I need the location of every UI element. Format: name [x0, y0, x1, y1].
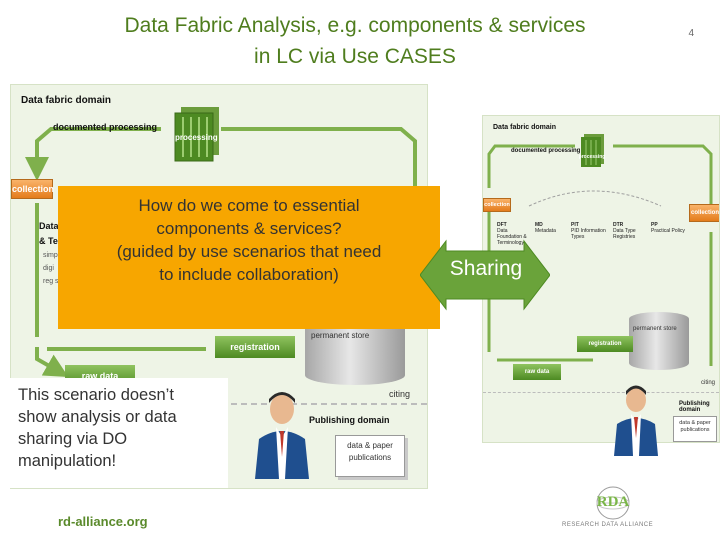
right-raw-data-tag: raw data	[513, 364, 561, 380]
slide-title: Data Fabric Analysis, e.g. components & …	[50, 10, 660, 72]
right-column-5-code: PP	[651, 222, 658, 228]
scenario-line-3: sharing via DO	[18, 430, 128, 448]
right-column-4-code: DTR	[613, 222, 624, 228]
right-citing-label: citing	[701, 380, 716, 386]
right-publications-line-2: publications	[680, 427, 710, 433]
right-column-5-name: Practical Policy	[651, 228, 685, 234]
scenario-line-1: This scenario doesn’t	[18, 386, 174, 404]
right-column-4: DTR Data Type Registries	[613, 222, 649, 240]
person-icon	[614, 385, 658, 456]
right-column-3-code: PIT	[571, 222, 579, 228]
slide-number: 4	[688, 28, 694, 39]
right-column-1-name: Data Foundation & Terminology	[497, 228, 527, 246]
stack-icon	[174, 107, 219, 162]
footer-url[interactable]: rd-alliance.org	[58, 514, 148, 529]
right-column-2-code: MD	[535, 222, 543, 228]
right-data-fabric-diagram: Data fabric domain documented processing…	[482, 115, 720, 443]
slide-title-line-2: in LC via Use CASES	[254, 45, 456, 68]
left-side-text-3: reg s	[43, 278, 59, 285]
question-line-1: How do we come to essential	[138, 196, 360, 215]
left-publications-box: data & paper publications	[335, 435, 405, 477]
question-line-4: to include collaboration)	[159, 265, 339, 284]
left-side-text-2: digi	[43, 265, 54, 272]
left-domain-label: Data fabric domain	[21, 95, 112, 106]
right-column-5: PP Practical Policy	[651, 222, 687, 234]
left-documented-processing-label: documented processing	[53, 122, 158, 132]
rda-logo: RDA	[586, 486, 640, 520]
left-registration-tag: registration	[215, 336, 295, 358]
sharing-arrow-icon	[420, 239, 550, 311]
scenario-note: This scenario doesn’t show analysis or d…	[10, 378, 228, 488]
right-working-groups: DFT Data Foundation & Terminology MD Met…	[497, 222, 687, 306]
left-data-partial: Data	[39, 221, 59, 231]
right-column-1-code: DFT	[497, 222, 507, 228]
left-publications-line-1: data & paper	[347, 441, 393, 450]
left-processing-stack: processing	[171, 103, 227, 163]
person-icon	[255, 392, 309, 479]
right-permanent-store-label: permanent store	[633, 326, 677, 332]
left-person-avatar	[255, 387, 309, 484]
scenario-line-2: show analysis or data	[18, 408, 177, 426]
right-domain-label: Data fabric domain	[493, 124, 557, 131]
left-permanent-store-label: permanent store	[311, 331, 370, 340]
left-diagram-arrows	[25, 127, 417, 377]
left-citing-label: citing	[389, 389, 411, 399]
right-column-4-name: Data Type Registries	[613, 228, 636, 240]
stack-icon	[581, 134, 604, 167]
right-processing-stack: processing	[579, 132, 607, 168]
scenario-line-4: manipulation!	[18, 452, 117, 470]
right-person-avatar	[614, 382, 658, 461]
rda-logo-icon	[596, 486, 630, 520]
right-collection-tag-right: collection	[689, 204, 719, 222]
right-processing-label: processing	[578, 154, 606, 160]
slide-title-line-1: Data Fabric Analysis, e.g. components & …	[124, 14, 586, 37]
right-publications-line-1: data & paper	[679, 420, 711, 426]
right-column-1: DFT Data Foundation & Terminology	[497, 222, 533, 246]
rda-logo-text: RDA	[596, 494, 630, 510]
sharing-label: Sharing	[449, 257, 523, 280]
right-column-2: MD Metadata	[535, 222, 569, 234]
question-line-2: components & services?	[156, 219, 342, 238]
right-column-3-name: PID Information Types	[571, 228, 606, 240]
left-processing-label: processing	[175, 133, 218, 142]
left-collection-tag: collection	[11, 179, 54, 199]
right-domain-separator	[483, 392, 719, 393]
question-line-3: (guided by use scenarios that need	[116, 242, 382, 261]
left-side-text-1: simp	[43, 252, 58, 259]
right-collection-tag-left: collection	[483, 198, 511, 212]
rda-logo-subtitle: RESEARCH DATA ALLIANCE	[562, 522, 654, 528]
left-publishing-domain-label: Publishing domain	[309, 415, 390, 425]
right-column-2-name: Metadata	[535, 228, 556, 234]
right-permanent-store-cylinder	[629, 312, 689, 370]
right-publications-box: data & paper publications	[673, 416, 717, 442]
right-registration-tag: registration	[577, 336, 633, 352]
right-documented-processing-label: documented processing	[511, 148, 581, 154]
right-publishing-domain-label: Publishing domain	[679, 401, 710, 413]
left-te-partial: & Te	[39, 236, 58, 246]
right-column-3: PIT PID Information Types	[571, 222, 611, 240]
question-overlay: How do we come to essential components &…	[58, 186, 440, 329]
left-publications-line-2: publications	[348, 453, 392, 462]
